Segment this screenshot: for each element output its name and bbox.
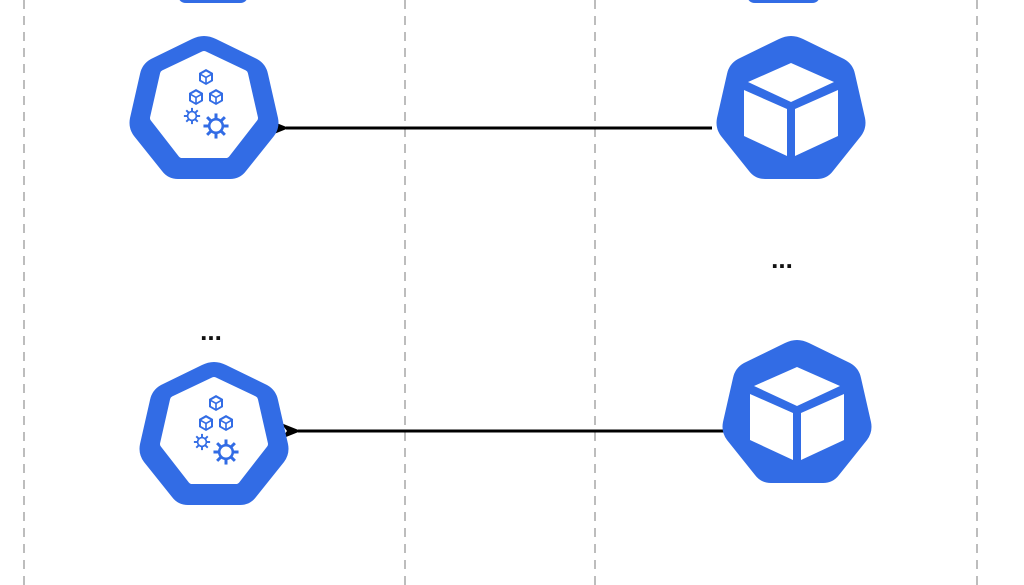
clipped-icon-top-left — [179, 0, 247, 3]
kubernetes-pod-cube-icon — [716, 36, 866, 179]
kubernetes-control-plane-icon — [139, 362, 289, 505]
column-dividers — [23, 0, 978, 585]
ellipsis-left: ... — [200, 316, 222, 346]
kubernetes-control-plane-icon — [129, 36, 279, 179]
ellipsis-right: ... — [771, 244, 793, 274]
clipped-icon-top-right — [748, 0, 819, 3]
kubernetes-pod-cube-icon — [722, 340, 872, 483]
